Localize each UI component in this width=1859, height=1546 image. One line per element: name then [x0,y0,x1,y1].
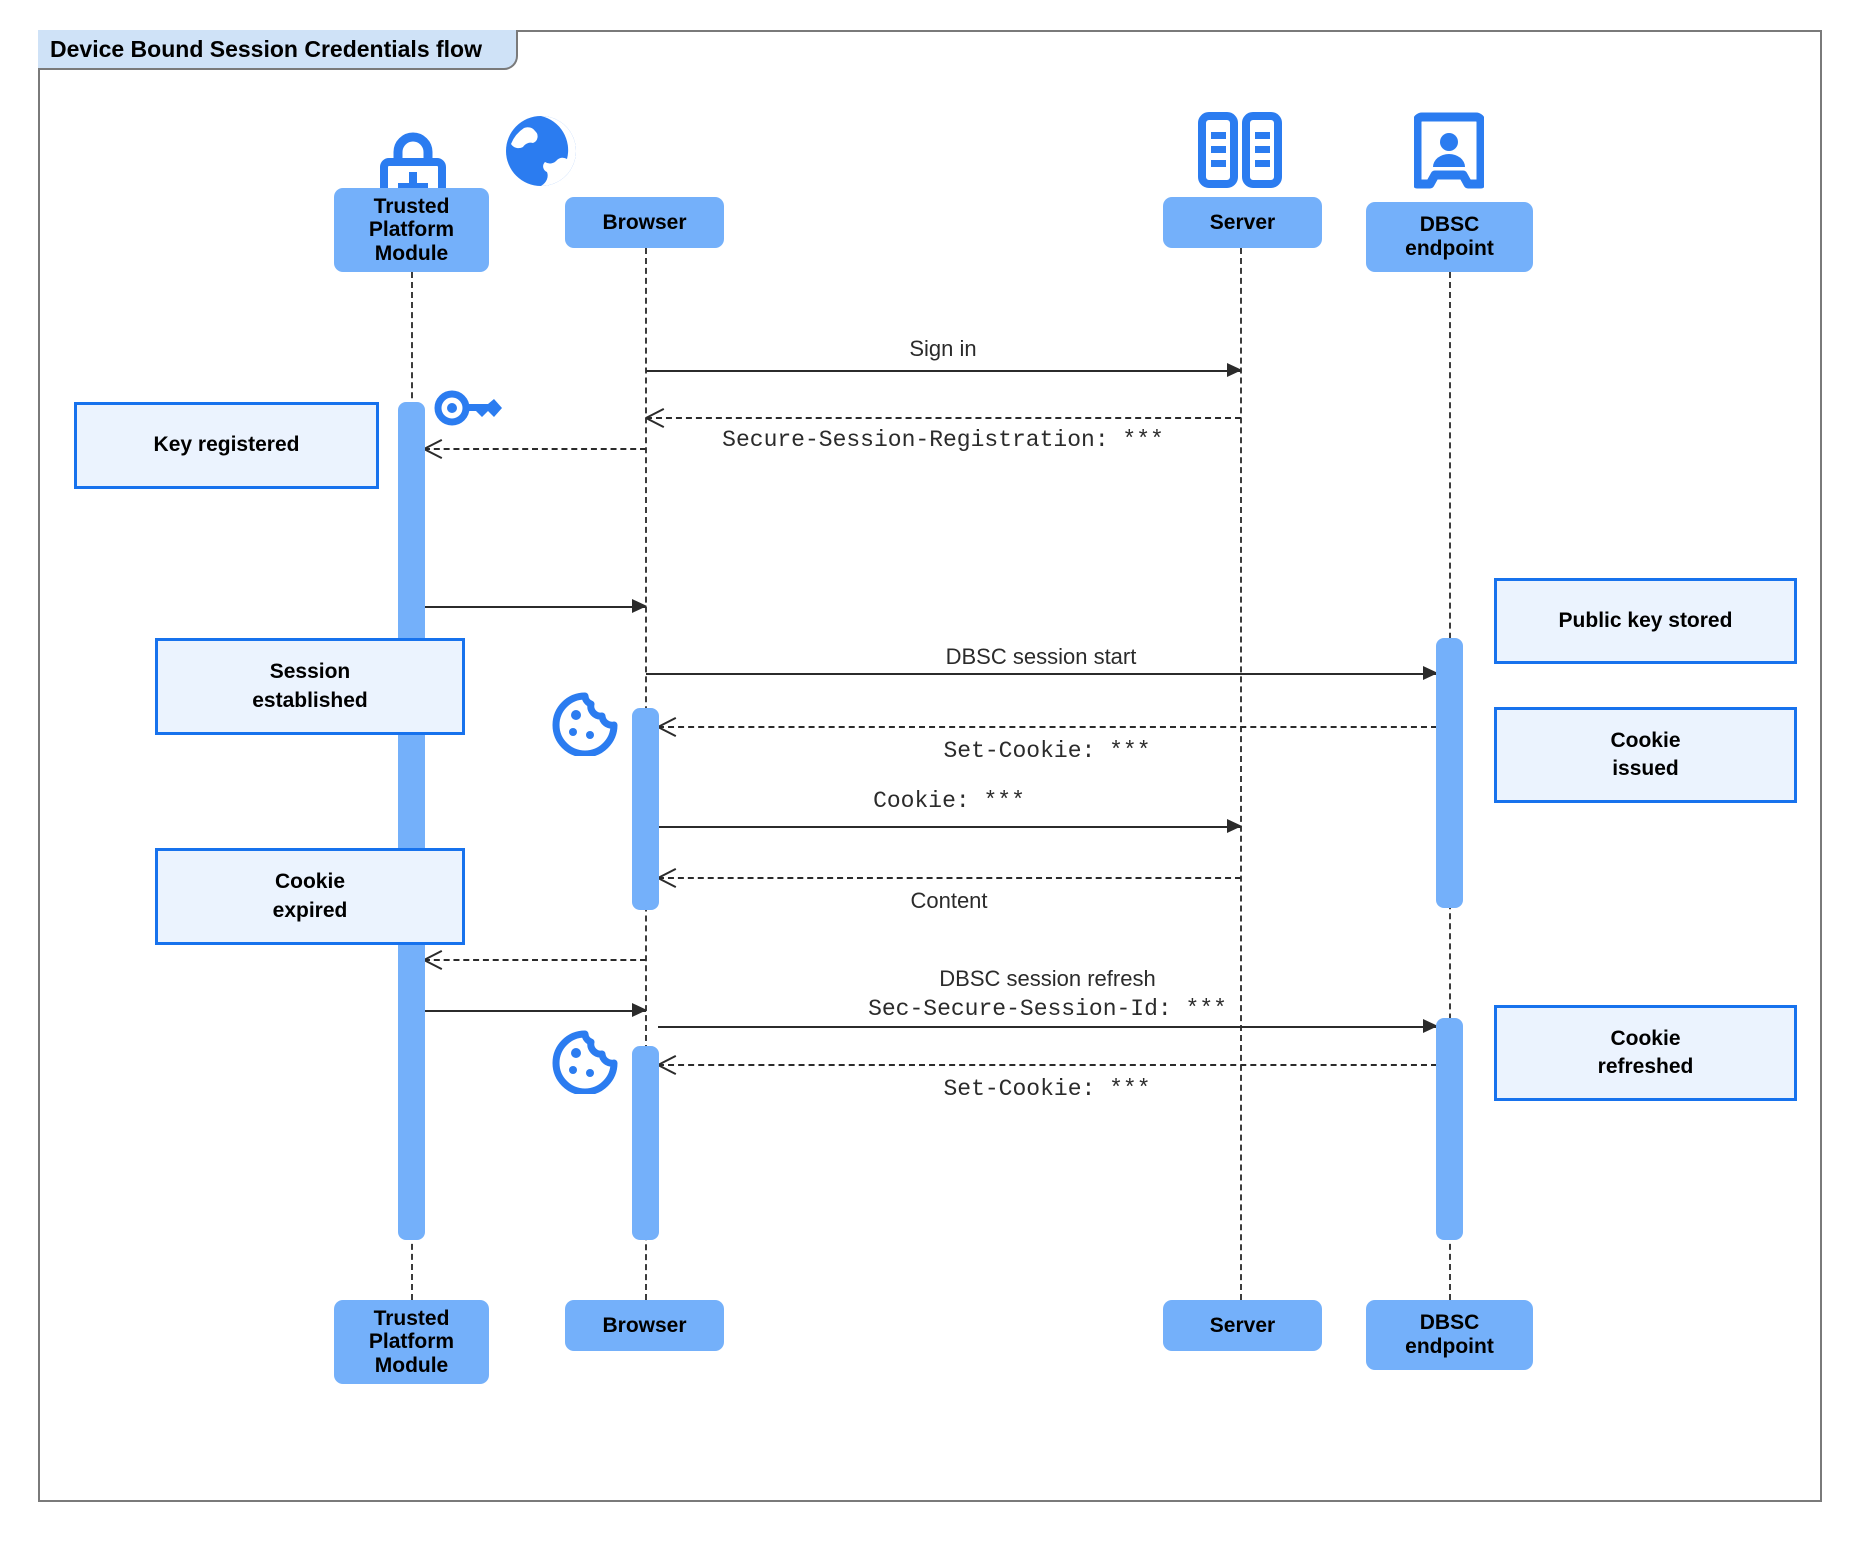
actor-label-server: Server [1209,210,1276,234]
message-label-sec-secure-session-id: Sec-Secure-Session-Id: *** [868,996,1227,1022]
key-icon [432,386,504,430]
cookie-icon [552,1030,618,1096]
note-cookie-expired: Cookie expired [155,848,465,945]
message-label-secure-session-registration: Secure-Session-Registration: *** [722,427,1164,453]
note-text: Cookie expired [272,870,348,922]
actor-foot-label-tpm: Trusted Platform Module [368,1306,455,1377]
actor-head-server[interactable]: Server [1163,197,1322,248]
globe-icon [500,110,582,192]
activation-dbsc-1 [1436,638,1463,908]
note-cookie-issued: Cookie issued [1494,707,1797,803]
note-text: Cookie issued [1610,728,1681,780]
message-label-dbsc-session-start: DBSC session start [945,644,1137,669]
server-racks-icon [1196,112,1284,190]
actor-foot-label-browser: Browser [602,1313,687,1337]
actor-label-browser: Browser [602,210,687,234]
note-text: Public key stored [1558,608,1733,632]
actor-foot-label-dbsc: DBSC endpoint [1405,1311,1494,1358]
note-session-established: Session established [155,638,465,735]
actor-head-tpm[interactable]: Trusted Platform Module [334,188,489,272]
note-key-registered: Key registered [74,402,379,489]
actor-foot-label-server: Server [1209,1313,1276,1337]
activation-browser-2 [632,1046,659,1240]
actor-head-dbsc[interactable]: DBSC endpoint [1366,202,1533,272]
activation-tpm [398,402,425,1240]
note-cookie-refreshed: Cookie refreshed [1494,1005,1797,1101]
message-label-cookie: Cookie: *** [873,788,1025,814]
note-public-key-stored: Public key stored [1494,578,1797,664]
note-text: Key registered [153,433,300,457]
cookie-icon [552,692,618,758]
note-text: Cookie refreshed [1597,1026,1694,1078]
actor-foot-browser[interactable]: Browser [565,1300,724,1351]
activation-dbsc-2 [1436,1018,1463,1240]
actor-foot-tpm[interactable]: Trusted Platform Module [334,1300,489,1384]
actor-label-dbsc: DBSC endpoint [1405,213,1494,260]
lifeline-server [1240,248,1242,1300]
note-text: Session established [252,660,368,712]
id-badge-icon [1412,112,1486,194]
diagram-title: Device Bound Session Credentials flow [38,30,518,70]
message-label-set-cookie-1: Set-Cookie: *** [943,738,1151,764]
actor-head-browser[interactable]: Browser [565,197,724,248]
message-label-sign-in: Sign in [909,336,977,361]
actor-label-tpm: Trusted Platform Module [368,194,455,265]
actor-foot-server[interactable]: Server [1163,1300,1322,1351]
message-label-set-cookie-2: Set-Cookie: *** [943,1076,1151,1102]
actor-foot-dbsc[interactable]: DBSC endpoint [1366,1300,1533,1370]
message-label-content: Content [910,888,988,913]
activation-browser-1 [632,708,659,910]
message-label-dbsc-session-refresh: DBSC session refresh [939,966,1156,991]
